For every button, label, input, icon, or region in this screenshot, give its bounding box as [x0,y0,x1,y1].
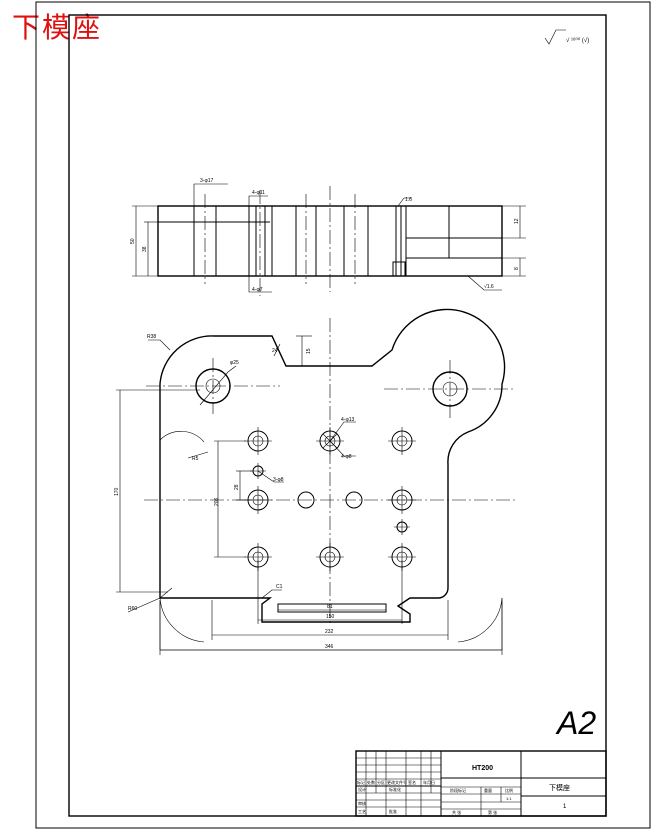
tb-sheet: 共 张 [452,809,461,815]
tb-r2: 分区 [377,779,385,785]
dim-bottom: 4-φ7 [252,287,263,293]
tb-material: HT200 [472,765,493,772]
dim-height-left: 38 [142,246,148,252]
label-c1: C1 [276,584,283,590]
inner-border [68,14,607,817]
tb-r4: 签名 [408,779,416,785]
outer-border [35,1,651,829]
label-28: 28 [234,484,240,490]
tb-ratio: 比例 [505,787,513,793]
tb-part-name: 下模座 [549,783,570,792]
label-4-phi13: 4-φ13 [341,417,354,423]
hole-grid [244,427,416,571]
tb-check: 审核 [358,800,366,806]
roughness-text: √ ¹⁶⁰⁰ (√) [566,37,589,44]
tb-r3: 更改文件号 [387,779,407,785]
tb-approve: 批准 [389,808,397,814]
tb-r1: 处数 [367,779,375,785]
tb-design: 设计 [358,786,366,792]
section-view: 3-φ17 4-φ11 4-φ7 1.6 √1.6 50 38 12 8 [130,178,526,296]
tb-r0: 标记 [357,779,365,785]
label-170: 170 [114,487,120,496]
tb-standard: 标准化 [389,786,401,792]
dim-right-bottom: 8 [514,267,520,270]
label-81: 81 [327,604,333,610]
roughness-mark: 1.6 [405,197,412,203]
label-150: 150 [326,614,335,620]
label-3-phi8: 3-φ8 [273,477,284,483]
dim-top-hole: 3-φ17 [200,178,213,184]
label-r5: R5 [192,456,199,462]
label-phi25: φ25 [230,360,239,366]
roughness-symbol: √ ¹⁶⁰⁰ (√) [544,29,589,45]
tb-process: 工艺 [358,809,366,814]
label-r38: R38 [147,334,156,340]
drawing-title: 下模座 [12,11,103,44]
label-346: 346 [325,644,334,650]
tb-ratio-val: 1:1 [506,796,512,801]
tb-weight: 重量 [484,787,492,793]
roughness-bottom: √1.6 [484,283,494,290]
label-4-phi8: 4-φ8 [341,454,352,460]
tb-sheet2: 第 张 [488,809,497,815]
label-15: 15 [306,348,312,354]
label-24: 24 [272,348,278,354]
tb-stage: 阶段标记 [450,787,466,793]
label-232: 232 [325,629,334,635]
tb-scale: 1 [563,804,567,810]
sheet-size: A2 [555,705,596,741]
title-block: HT200 下模座 1 标记 处数 分区 更改文件号 签名 年月日 设计 审核 … [355,750,607,817]
label-r60: R60 [128,606,137,612]
tb-r5: 年月日 [423,779,435,785]
label-206: 206 [214,497,220,506]
dim-right-top: 12 [514,218,520,224]
plan-view: R38 φ25 24 15 4-φ13 4-φ8 3-φ8 28 R5 206 … [114,308,518,655]
dim-height-total: 50 [130,238,136,244]
dim-top-small: 4-φ11 [252,190,265,196]
